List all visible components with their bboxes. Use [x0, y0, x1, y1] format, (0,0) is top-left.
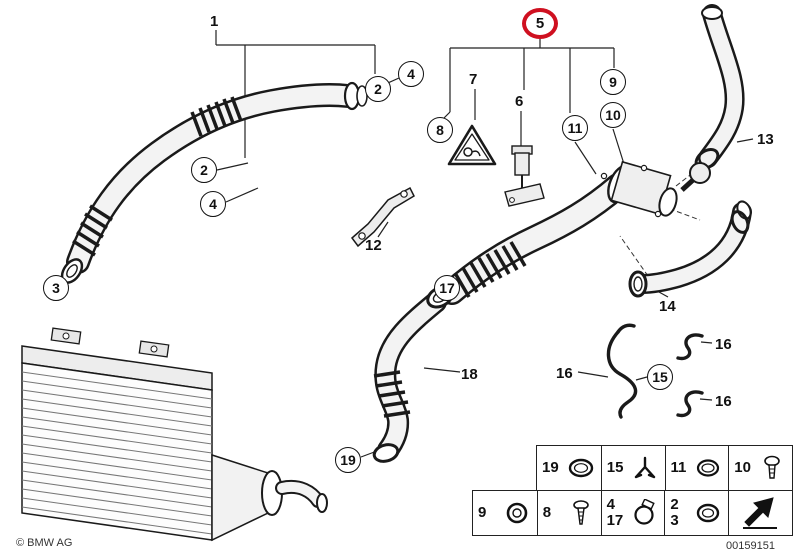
legend-label: 2 [670, 496, 679, 513]
legend-cell-9[interactable]: 9 [473, 491, 537, 535]
callout-12[interactable]: 12 [365, 237, 382, 254]
legend-label-2: 3 [670, 512, 679, 529]
clip-icon [634, 456, 655, 479]
callout-4-left[interactable]: 4 [200, 191, 226, 217]
legend-cell-arrow[interactable] [728, 491, 792, 535]
callout-14[interactable]: 14 [659, 298, 676, 315]
torx-screw-icon [764, 455, 780, 479]
callout-3[interactable]: 3 [43, 275, 69, 301]
callout-2-right[interactable]: 2 [365, 76, 391, 102]
legend-row-1: 19 15 11 10 [536, 445, 793, 491]
hose-13 [680, 4, 745, 192]
legend-row-2: 9 8 4 17 2 [472, 490, 793, 536]
direction-arrow-icon [742, 497, 777, 529]
callout-18[interactable]: 18 [461, 366, 478, 383]
clips-15-16 [606, 323, 704, 419]
hose-clamp-icon [634, 499, 656, 525]
o-ring-icon [697, 459, 720, 477]
charge-pipe-5 [439, 145, 678, 305]
legend-label: 19 [542, 459, 559, 476]
callout-8[interactable]: 8 [427, 117, 453, 143]
callout-15[interactable]: 15 [647, 364, 673, 390]
callout-16-bottom-right[interactable]: 16 [715, 393, 732, 410]
callout-16-top-right[interactable]: 16 [715, 336, 732, 353]
callout-1[interactable]: 1 [210, 13, 219, 30]
intercooler [21, 327, 328, 542]
callout-9[interactable]: 9 [600, 69, 626, 95]
legend-label-2: 17 [606, 512, 624, 529]
copyright-text: © BMW AG [16, 537, 73, 549]
callout-16-left[interactable]: 16 [556, 365, 573, 382]
screw-icon [572, 500, 589, 525]
hose-1 [60, 81, 368, 284]
image-number: 00159151 [726, 540, 775, 552]
callout-19[interactable]: 19 [335, 447, 361, 473]
callout-13[interactable]: 13 [757, 131, 774, 148]
legend-cell-10[interactable]: 10 [728, 446, 792, 490]
legend-cell-8[interactable]: 8 [536, 491, 601, 535]
callout-6[interactable]: 6 [515, 93, 524, 110]
legend-cell-4-17[interactable]: 4 17 [600, 491, 665, 535]
seal-ring-icon [696, 503, 720, 523]
callout-5-highlighted[interactable]: 5 [522, 8, 558, 39]
callout-10[interactable]: 10 [600, 102, 626, 128]
sensor-6 [504, 145, 545, 207]
legend-cell-11[interactable]: 11 [664, 446, 729, 490]
legend-label: 11 [670, 459, 687, 476]
legend-label: 15 [606, 459, 624, 476]
callout-11[interactable]: 11 [562, 115, 588, 141]
hose-18 [372, 285, 454, 463]
warning-triangle-7 [447, 124, 497, 166]
legend-label: 10 [734, 459, 751, 476]
bracket-12 [350, 186, 415, 248]
callout-7[interactable]: 7 [469, 71, 478, 88]
legend-label: 4 [606, 496, 615, 513]
grommet-icon [506, 502, 528, 524]
legend-label: 9 [478, 504, 487, 521]
o-ring-icon [568, 458, 593, 478]
callout-17[interactable]: 17 [434, 275, 460, 301]
legend-cell-2-3[interactable]: 2 3 [664, 491, 728, 535]
legend-label: 8 [542, 504, 552, 521]
legend-cell-15[interactable]: 15 [600, 446, 665, 490]
callout-2-left[interactable]: 2 [191, 157, 217, 183]
hose-14 [628, 200, 752, 298]
legend-cell-19[interactable]: 19 [537, 446, 601, 490]
callout-4-right[interactable]: 4 [398, 61, 424, 87]
